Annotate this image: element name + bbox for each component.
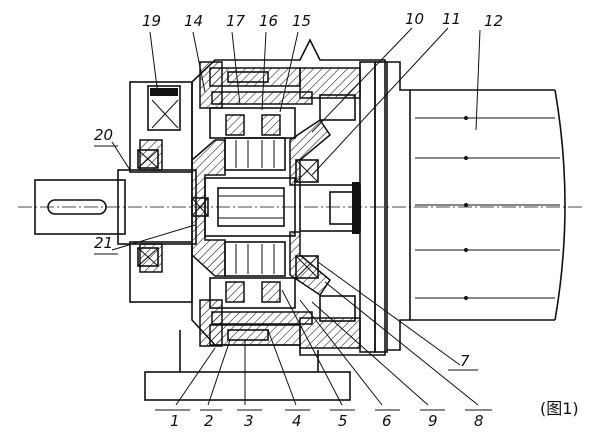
part-label-10: 10 [405,10,424,28]
part-label-9: 9 [428,412,438,430]
part-label-4: 4 [292,412,302,430]
left-bearing-housing [130,82,192,302]
part-label-12: 12 [484,12,503,30]
part-label-3: 3 [244,412,254,430]
part-label-20: 20 [94,126,113,144]
figure-caption: (图1) [540,399,579,418]
part-label-14: 14 [184,12,203,30]
part-label-19: 19 [142,12,161,30]
part-label-15: 15 [292,12,311,30]
part-label-5: 5 [338,412,348,430]
part-label-2: 2 [204,412,214,430]
part-label-7: 7 [460,352,470,370]
part-label-11: 11 [442,10,461,28]
part-label-17: 17 [226,12,246,30]
part-label-16: 16 [259,12,278,30]
part-label-21: 21 [94,234,113,252]
part-label-6: 6 [382,412,392,430]
part-label-1: 1 [170,412,180,430]
part-label-8: 8 [474,412,484,430]
motor-body [387,62,565,350]
output-bearing-section [290,120,360,295]
planet-carrier [192,140,295,276]
